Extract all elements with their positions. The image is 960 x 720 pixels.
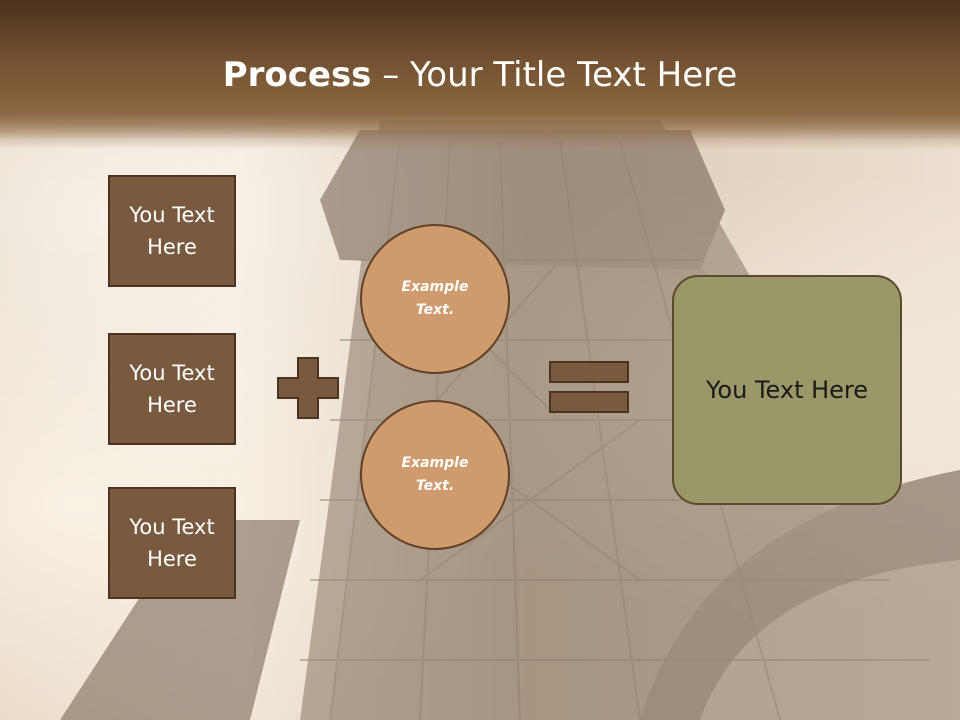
example-circle-1-line2: Text. — [415, 302, 455, 318]
title-bold: Process — [222, 55, 372, 95]
title-band-fade — [0, 112, 960, 140]
text-box-3-line2: Here — [147, 547, 197, 571]
equals-icon — [549, 361, 629, 413]
title-rest: – Your Title Text Here — [371, 55, 738, 95]
title-bar: Process – Your Title Text Here — [0, 0, 960, 150]
slide-title[interactable]: Process – Your Title Text Here — [0, 54, 960, 96]
example-circle-1-line1: Example — [401, 279, 469, 295]
text-box-2-line2: Here — [147, 393, 197, 417]
text-box-1-line2: Here — [147, 235, 197, 259]
text-box-2-line1: You Text — [129, 361, 215, 385]
text-box-1-line1: You Text — [129, 203, 215, 227]
text-box-3-line1: You Text — [129, 515, 215, 539]
result-text: You Text Here — [705, 376, 869, 404]
example-circle-2-line2: Text. — [415, 478, 455, 494]
result-box[interactable]: You Text Here — [672, 275, 902, 505]
title-band — [0, 0, 960, 115]
plus-icon — [277, 357, 339, 419]
example-circle-2-line1: Example — [401, 455, 469, 471]
